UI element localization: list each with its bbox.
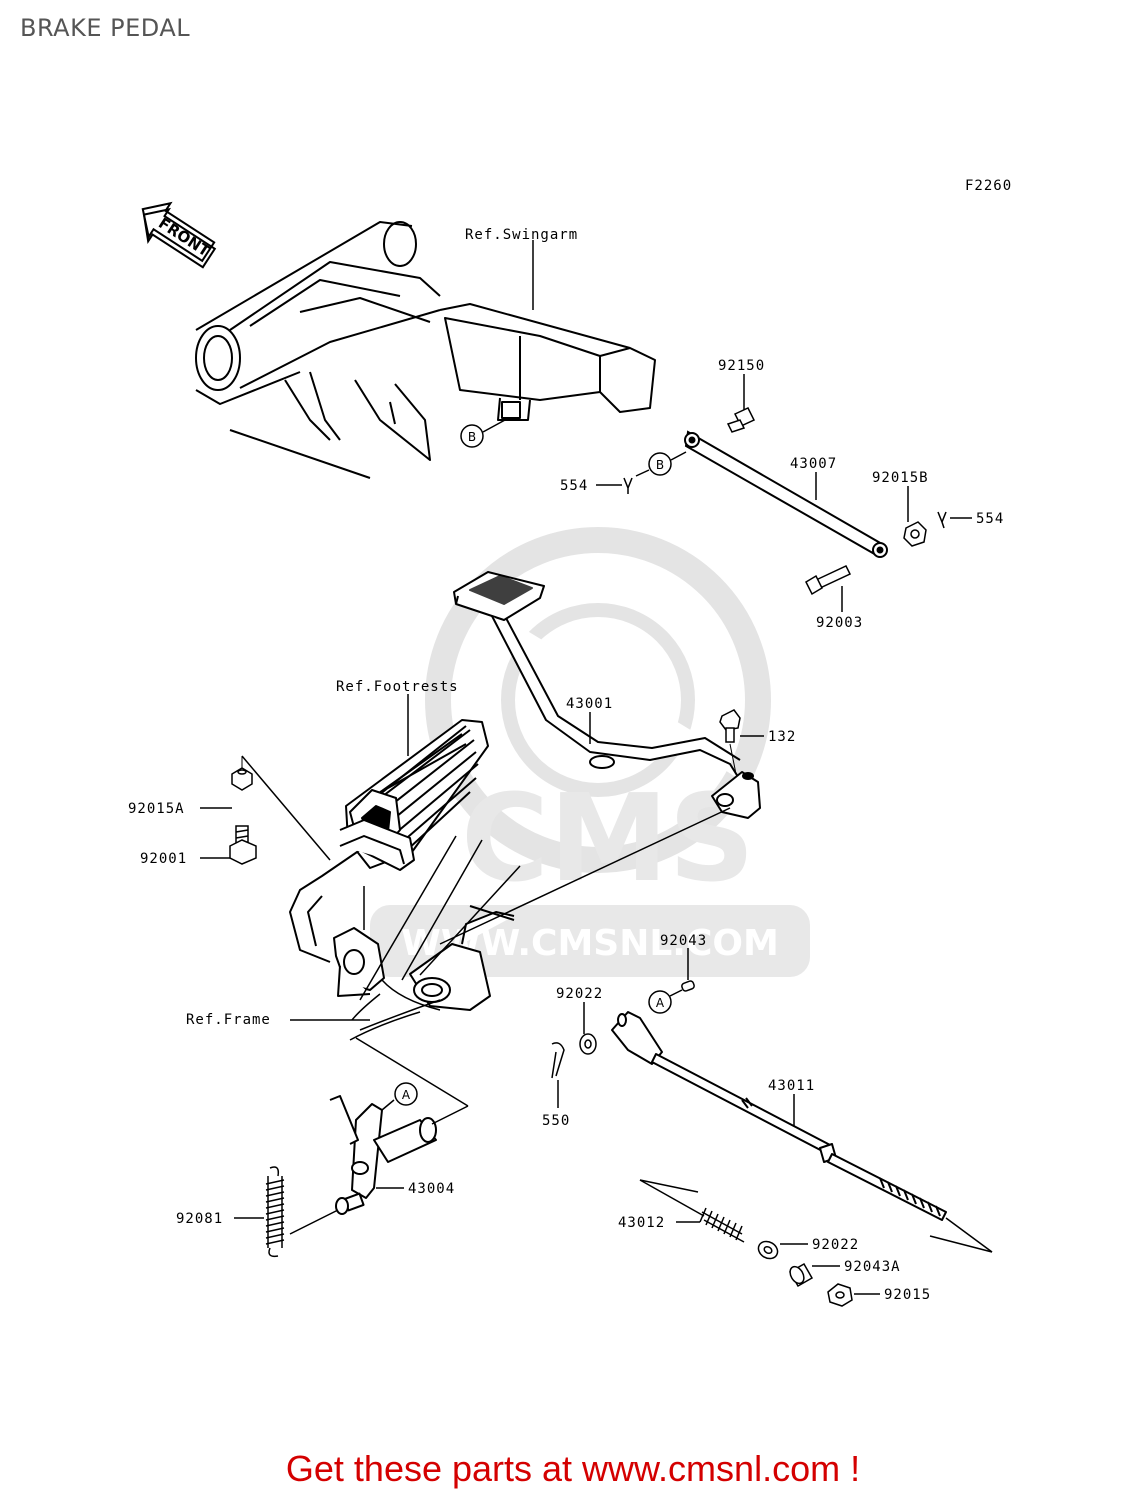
part-92015: 92015 (884, 1287, 931, 1303)
page-title: BRAKE PEDAL (20, 14, 191, 42)
torque-link-43007 (684, 430, 888, 558)
part-43012: 43012 (618, 1215, 665, 1231)
part-43004: 43004 (408, 1181, 455, 1197)
spring-92081 (265, 1166, 285, 1258)
promo-banner: Get these parts at www.cmsnl.com ! (0, 1448, 1146, 1490)
bolt-132 (719, 709, 741, 743)
bolt-92150 (726, 407, 756, 433)
part-132: 132 (768, 729, 796, 745)
brake-pedal-43001 (453, 571, 761, 819)
part-92003: 92003 (816, 615, 863, 631)
footrest-drawing (289, 719, 489, 997)
bolt-92003 (805, 565, 852, 596)
part-92043: 92043 (660, 933, 707, 949)
leader-132-pedal (729, 743, 737, 775)
swingarm-drawing (195, 221, 656, 479)
part-550: 550 (542, 1113, 570, 1129)
promo-prefix: Get these parts at (285, 1448, 583, 1489)
ref-footrests-label: Ref.Footrests (336, 679, 459, 695)
leader-spring-lever (289, 1209, 339, 1235)
part-92081: 92081 (176, 1211, 223, 1227)
promo-suffix: ! (840, 1448, 861, 1489)
part-92022-top: 92022 (556, 986, 603, 1002)
callout-a-lever: A (381, 1082, 418, 1111)
nut-92015A (231, 767, 253, 791)
assembly-lines (639, 1179, 993, 1253)
part-92150: 92150 (718, 358, 765, 374)
part-554-right: 554 (976, 511, 1004, 527)
ref-frame-label: Ref.Frame (186, 1012, 271, 1028)
cotter-pin-554-left (623, 477, 633, 494)
frame-lines (349, 807, 731, 1041)
nut-92015B (903, 521, 927, 547)
cotter-pin-554-right (937, 511, 947, 529)
pin-92043 (681, 980, 695, 992)
callout-a-lever-label: A (402, 1088, 411, 1102)
part-92015A: 92015A (128, 801, 185, 817)
lever-frame-lines (355, 1037, 469, 1125)
part-92022-bottom: 92022 (812, 1237, 859, 1253)
washer-92022-bottom (757, 1240, 779, 1260)
part-43001: 43001 (566, 696, 613, 712)
part-92015B: 92015B (872, 470, 929, 486)
figure-code: F2260 (965, 178, 1012, 194)
watermark (425, 527, 771, 873)
callout-a-rod: A (648, 989, 683, 1014)
joint-92043A (788, 1262, 814, 1288)
nut-92015 (827, 1283, 853, 1307)
callout-b-link: B (635, 451, 687, 477)
bolt-92001 (229, 825, 257, 865)
promo-link[interactable]: www.cmsnl.com (582, 1448, 841, 1489)
part-43011: 43011 (768, 1078, 815, 1094)
callout-b-swingarm: B (460, 419, 506, 448)
part-92043A: 92043A (844, 1259, 901, 1275)
front-arrow-icon: FRONT (141, 201, 217, 269)
callout-b-label: B (468, 430, 476, 444)
frame-pivot-drawing (409, 905, 515, 1011)
brake-rod-43011 (611, 1011, 947, 1221)
leader-footrest-bracket (241, 755, 331, 861)
exploded-parts-diagram: CMS WWW.CMSNL.COM F2260 FRONT Ref.Swinga… (128, 178, 1012, 1307)
part-92001: 92001 (140, 851, 187, 867)
part-554-left: 554 (560, 478, 588, 494)
watermark-logo: CMS (461, 770, 755, 909)
cotter-pin-550 (551, 1042, 565, 1079)
washer-92022-top (579, 1033, 597, 1055)
callout-a-rod-label: A (656, 996, 665, 1010)
callout-b-link-label: B (656, 458, 664, 472)
ref-swingarm-label: Ref.Swingarm (465, 227, 578, 243)
spring-43012 (699, 1207, 745, 1243)
part-43007: 43007 (790, 456, 837, 472)
